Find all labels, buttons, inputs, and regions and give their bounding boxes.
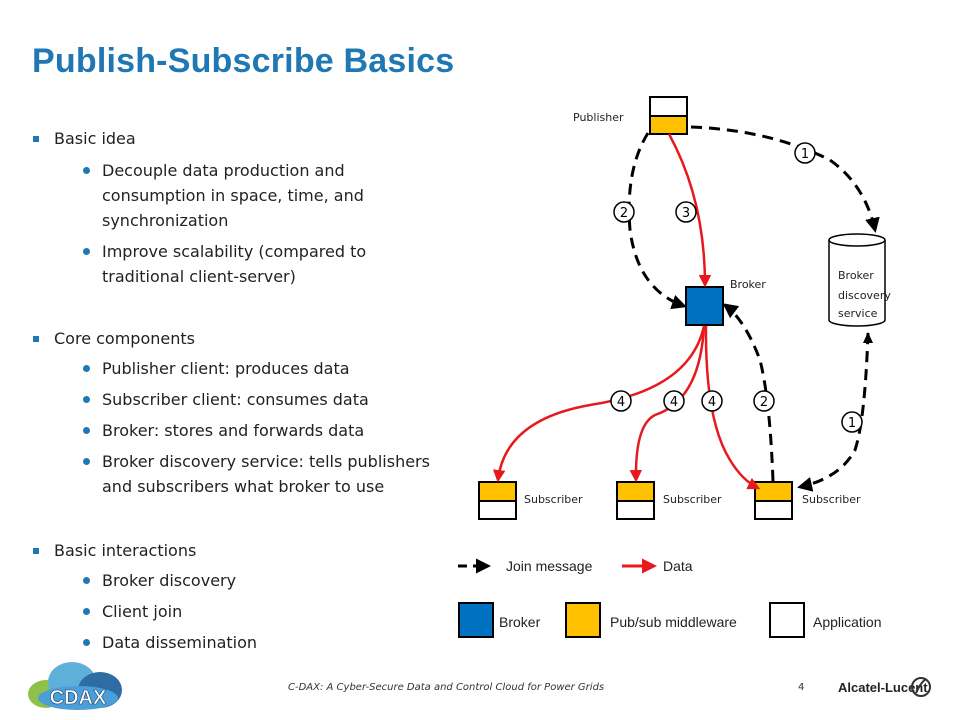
legend-middleware-label: Pub/sub middleware [610, 614, 737, 630]
join-arrow-head [863, 332, 873, 343]
svg-text:4: 4 [708, 395, 716, 410]
join-arrow [627, 132, 687, 310]
page-title: Publish-Subscribe Basics [32, 42, 455, 80]
publisher-node [649, 96, 688, 135]
subscriber-node [754, 481, 793, 520]
section-basic-interactions: Basic interactions Broker discovery Clie… [32, 540, 462, 655]
broker-discovery-node [828, 233, 886, 327]
step-marker: 4 [663, 390, 685, 412]
subscriber-node [478, 481, 517, 520]
data-arrow [667, 133, 712, 288]
bullet-item: Data dissemination [32, 630, 462, 655]
section-heading: Core components [32, 328, 462, 350]
step-marker: 4 [701, 390, 723, 412]
svg-text:4: 4 [617, 395, 625, 410]
step-marker: 1 [794, 142, 816, 164]
legend-application-swatch [769, 602, 805, 638]
svg-text:2: 2 [620, 206, 628, 221]
footer: C-DAX: A Cyber-Secure Data and Control C… [0, 682, 960, 702]
section-heading: Basic idea [32, 128, 462, 150]
bullet-item: Broker: stores and forwards data [32, 418, 462, 443]
legend-data-label: Data [663, 558, 693, 574]
broker-node [685, 286, 724, 326]
svg-text:1: 1 [801, 147, 809, 162]
bullet-item: Subscriber client: consumes data [32, 387, 462, 412]
svg-text:4: 4 [670, 395, 678, 410]
discovery-label: service [838, 307, 878, 320]
bullet-item: Client join [32, 599, 462, 624]
section-heading: Basic interactions [32, 540, 462, 562]
bullet-item: Improve scalability (compared to traditi… [32, 239, 462, 289]
svg-text:3: 3 [682, 206, 690, 221]
legend-join-label: Join message [506, 558, 593, 574]
legend: Join message Data Broker Pub/sub middlew… [458, 558, 882, 638]
subscriber-label: Subscriber [524, 493, 583, 506]
svg-text:1: 1 [848, 416, 856, 431]
step-marker: 4 [610, 390, 632, 412]
data-arrow [629, 325, 706, 483]
svg-text:CDAX: CDAX [50, 687, 107, 709]
step-marker: 3 [675, 201, 697, 223]
join-arrow [722, 303, 775, 482]
section-basic-idea: Basic idea Decouple data production and … [32, 128, 462, 328]
join-arrow [797, 332, 870, 492]
bullet-item: Broker discovery [32, 568, 462, 593]
step-marker: 2 [613, 201, 635, 223]
cdax-logo: CDAX [28, 662, 122, 710]
company-name: Alcatel-Lucent [838, 680, 928, 695]
section-core-components: Core components Publisher client: produc… [32, 328, 462, 540]
subscriber-label: Subscriber [802, 493, 861, 506]
discovery-label: discovery [838, 289, 891, 302]
svg-text:2: 2 [760, 395, 768, 410]
bullet-item: Decouple data production and consumption… [32, 158, 462, 233]
discovery-label: Broker [838, 269, 874, 282]
page-number: 4 [798, 682, 805, 693]
footer-title: C-DAX: A Cyber-Secure Data and Control C… [288, 682, 605, 693]
data-arrow [704, 325, 761, 490]
broker-label: Broker [730, 278, 766, 291]
step-marker: 1 [841, 411, 863, 433]
subscriber-label: Subscriber [663, 493, 722, 506]
subscriber-node [616, 481, 655, 520]
bullet-item: Publisher client: produces data [32, 356, 462, 381]
data-arrow [492, 325, 706, 483]
legend-broker-label: Broker [499, 614, 541, 630]
alcatel-logo-icon [911, 677, 931, 697]
legend-middleware-swatch [565, 602, 601, 638]
bullet-list: Basic idea Decouple data production and … [32, 128, 462, 655]
legend-broker-swatch [458, 602, 494, 638]
bullet-item: Broker discovery service: tells publishe… [32, 449, 462, 499]
join-arrow [690, 125, 880, 233]
legend-application-label: Application [813, 614, 882, 630]
publisher-label: Publisher [573, 111, 624, 124]
step-marker: 2 [753, 390, 775, 412]
